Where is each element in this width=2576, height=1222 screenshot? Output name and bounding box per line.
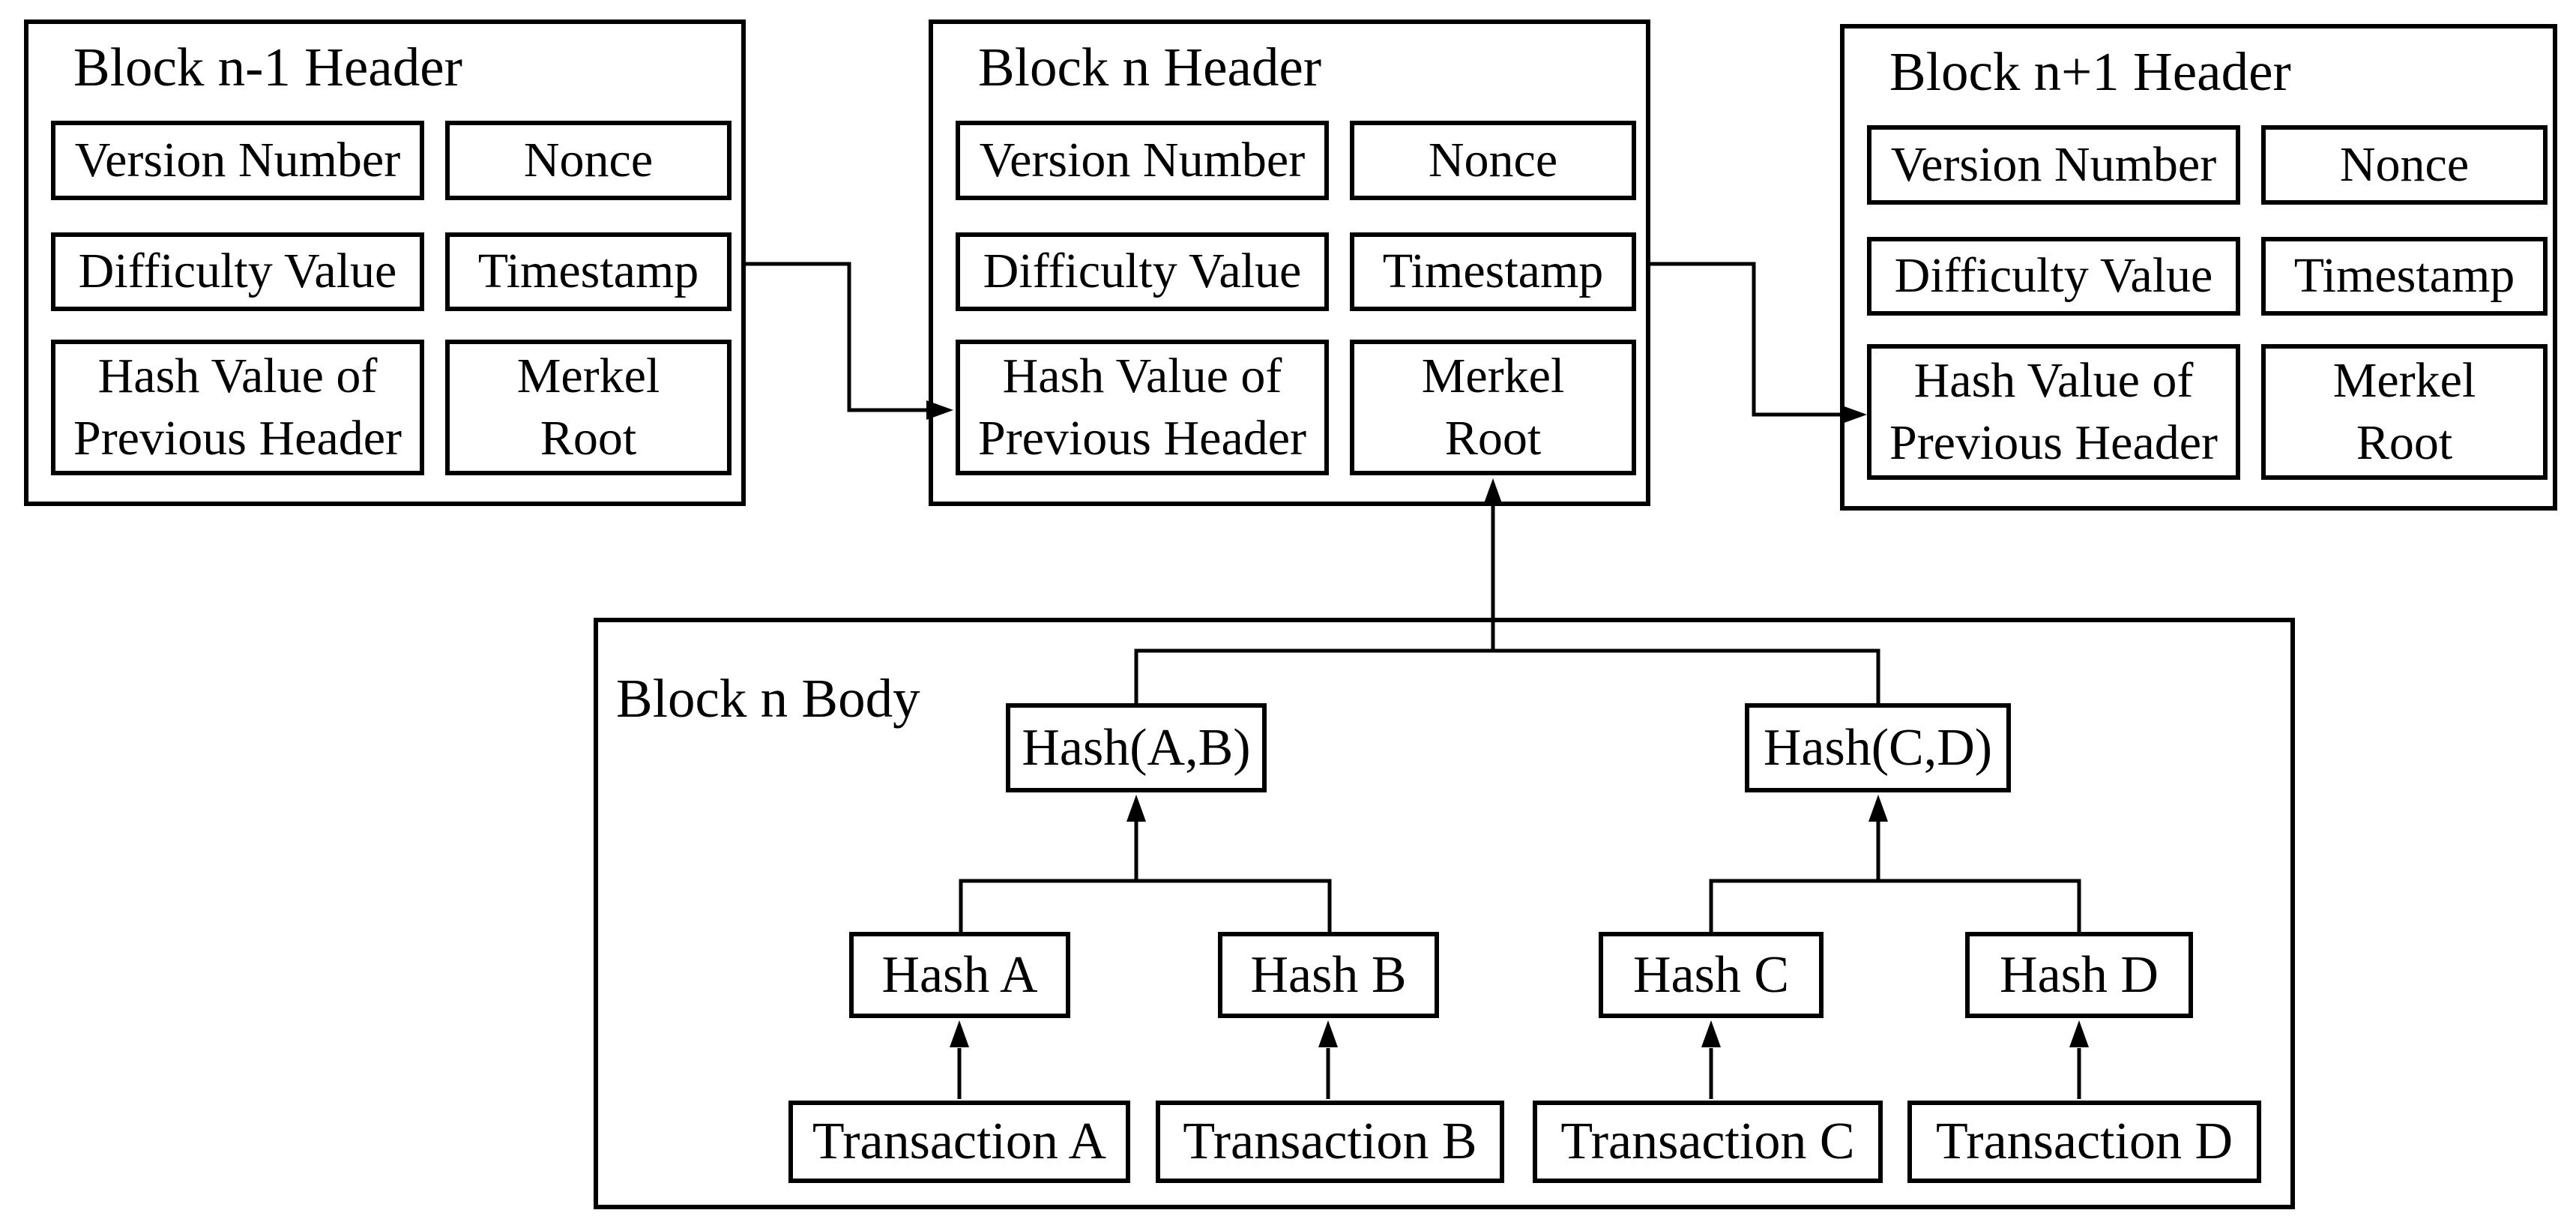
field-timestamp: Timestamp	[2261, 237, 2548, 316]
field-prev-header-hash: Hash Value of Previous Header	[956, 340, 1329, 475]
hash-ab-box: Hash(A,B)	[1006, 703, 1267, 792]
block-n-plus-1-header-title: Block n+1 Header	[1889, 41, 2291, 102]
field-version-number: Version Number	[1867, 125, 2240, 205]
field-difficulty-value: Difficulty Value	[956, 232, 1329, 311]
field-nonce: Nonce	[445, 121, 732, 200]
transaction-d-box: Transaction D	[1907, 1101, 2261, 1183]
block-n-header-title: Block n Header	[978, 37, 1322, 97]
transaction-c-box: Transaction C	[1533, 1101, 1883, 1183]
block-n-header: Block n Header Version Number Nonce Diff…	[929, 19, 1650, 506]
arrow-chain-link-1	[746, 262, 937, 412]
block-n-body-title: Block n Body	[616, 668, 920, 729]
hash-cd-box: Hash(C,D)	[1745, 703, 2011, 792]
block-n-plus-1-header: Block n+1 Header Version Number Nonce Di…	[1840, 24, 2557, 511]
transaction-a-box: Transaction A	[788, 1101, 1130, 1183]
field-merkel-root: Merkel Root	[445, 340, 732, 475]
hash-b-box: Hash B	[1218, 932, 1439, 1018]
block-n-1-header: Block n-1 Header Version Number Nonce Di…	[24, 19, 746, 506]
block-n-body: Block n Body Hash(A,B) Hash(C,D) Hash A …	[594, 618, 2295, 1209]
field-difficulty-value: Difficulty Value	[1867, 237, 2240, 316]
field-prev-header-hash: Hash Value of Previous Header	[51, 340, 424, 475]
block-n-1-header-title: Block n-1 Header	[73, 37, 462, 97]
field-merkel-root: Merkel Root	[1350, 340, 1636, 475]
hash-d-box: Hash D	[1965, 932, 2193, 1018]
transaction-b-box: Transaction B	[1156, 1101, 1504, 1183]
field-merkel-root: Merkel Root	[2261, 344, 2548, 480]
field-timestamp: Timestamp	[445, 232, 732, 311]
hash-c-box: Hash C	[1599, 932, 1824, 1018]
field-version-number: Version Number	[956, 121, 1329, 200]
field-prev-header-hash: Hash Value of Previous Header	[1867, 344, 2240, 480]
field-nonce: Nonce	[2261, 125, 2548, 205]
arrow-chain-link-2	[1650, 262, 1850, 417]
field-version-number: Version Number	[51, 121, 424, 200]
field-timestamp: Timestamp	[1350, 232, 1636, 311]
field-difficulty-value: Difficulty Value	[51, 232, 424, 311]
field-nonce: Nonce	[1350, 121, 1636, 200]
hash-a-box: Hash A	[849, 932, 1070, 1018]
